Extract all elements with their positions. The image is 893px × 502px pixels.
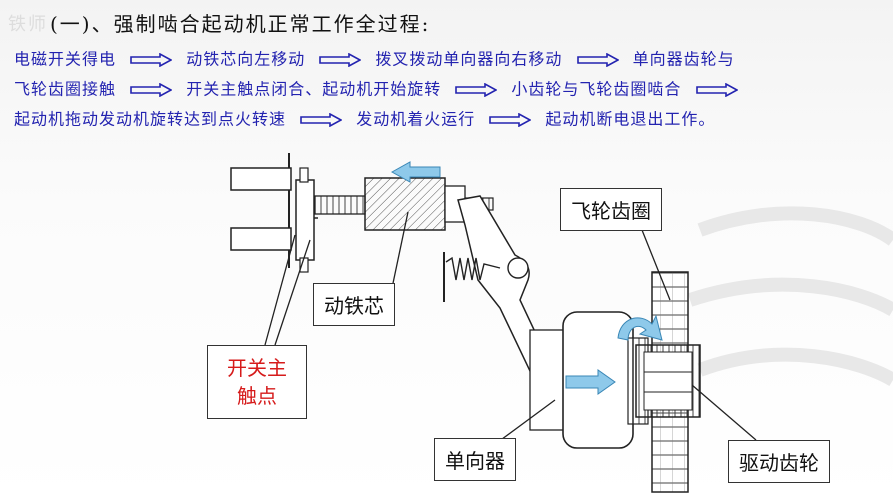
flow-line-2: 飞轮齿圈接触 开关主触点闭合、起动机开始旋转 小齿轮与飞轮齿圈啮合 — [14, 74, 884, 104]
flow-step: 拨叉拨动单向器向右移动 — [375, 49, 563, 69]
flow-arrow-icon — [695, 82, 738, 97]
flow-step: 单向器齿轮与 — [632, 49, 735, 69]
flow-step: 开关主触点闭合、起动机开始旋转 — [186, 79, 442, 99]
drive-pinion-gear — [635, 344, 701, 418]
one-way-clutch-label: 单向器 — [434, 438, 516, 481]
flow-step: 起动机拖动发动机旋转达到点火转速 — [14, 109, 287, 129]
background-swoosh — [687, 206, 893, 387]
plunger-label: 动铁芯 — [313, 283, 395, 326]
drive-gear-label: 驱动齿轮 — [728, 440, 830, 483]
page-title: (一)、强制啮合起动机正常工作全过程: — [50, 12, 431, 36]
flow-arrow-icon — [455, 82, 498, 97]
flow-arrow-icon — [576, 52, 619, 67]
left-move-arrow-icon — [390, 161, 441, 183]
flow-step: 飞轮齿圈接触 — [14, 79, 117, 99]
flow-arrow-icon — [130, 82, 173, 97]
flow-arrow-icon — [489, 112, 532, 127]
watermark: 铁师 — [8, 14, 48, 35]
switch-contact-label-text: 开关主 触点 — [227, 356, 287, 408]
flow-step: 小齿轮与飞轮齿圈啮合 — [511, 79, 682, 99]
rotation-arrow-icon — [617, 314, 663, 341]
flow-arrow-icon — [319, 52, 362, 67]
flow-line-3: 起动机拖动发动机旋转达到点火转速 发动机着火运行 起动机断电退出工作。 — [14, 104, 884, 134]
flow-line-1: 电磁开关得电 动铁芯向左移动 拨叉拨动单向器向右移动 单向器齿轮与 — [14, 44, 884, 74]
flow-arrow-icon — [130, 52, 173, 67]
flow-arrow-icon — [300, 112, 343, 127]
flow-step: 起动机断电退出工作。 — [545, 109, 716, 129]
flow-step: 发动机着火运行 — [356, 109, 476, 129]
flow-step: 电磁开关得电 — [14, 49, 117, 69]
process-flow: 电磁开关得电 动铁芯向左移动 拨叉拨动单向器向右移动 单向器齿轮与 飞轮齿圈接触… — [14, 44, 884, 134]
return-spring — [443, 252, 501, 302]
flywheel-ring-label: 飞轮齿圈 — [560, 188, 662, 231]
right-push-arrow-icon — [565, 369, 616, 395]
flow-step: 动铁芯向左移动 — [186, 49, 306, 69]
switch-contact-label: 开关主 触点 — [207, 345, 307, 419]
leader-lines — [264, 211, 757, 443]
fork-pivot — [507, 257, 529, 279]
